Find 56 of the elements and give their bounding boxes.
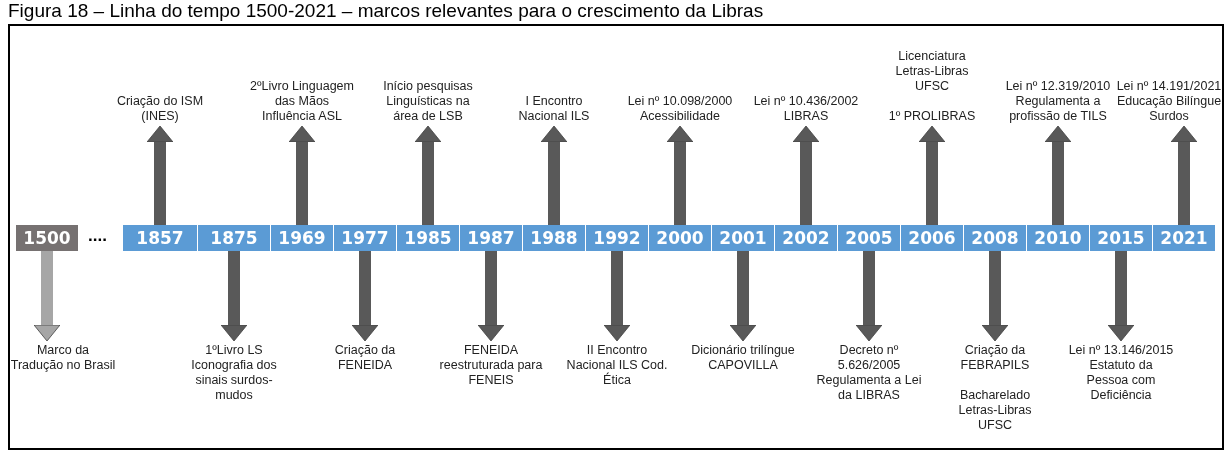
- year-box: 2015: [1090, 225, 1152, 251]
- year-box: 1500: [16, 225, 78, 251]
- arrow: [288, 125, 316, 225]
- event-text: Dicionário trilíngue CAPOVILLA: [690, 343, 796, 373]
- year-box: 1977: [334, 225, 396, 251]
- year-box: 1969: [271, 225, 333, 251]
- figure-title: Figura 18 – Linha do tempo 1500-2021 – marcos relevantes para o crescimento da Libras: [8, 0, 764, 22]
- arrow: [981, 251, 1009, 342]
- arrow: [855, 251, 883, 342]
- event-text: Lei nº 13.146/2015 Estatuto da Pessoa com Deficiência: [1068, 343, 1174, 403]
- year-box: 2000: [649, 225, 711, 251]
- year-box: 1875: [198, 225, 270, 251]
- ellipsis-text: ....: [88, 226, 107, 246]
- year-box: 1987: [460, 225, 522, 251]
- arrow: [220, 251, 248, 342]
- event-text: Lei nº 14.191/2021 Educação Bilíngue Surdos: [1116, 79, 1222, 124]
- event-text: Criação da FEBRAPILS Bacharelado Letras-Libras UFSC: [942, 343, 1048, 433]
- event-text: 1ºLivro LS Iconografia dos sinais surdos-mudos: [181, 343, 287, 403]
- event-text: Lei nº 10.436/2002 LIBRAS: [753, 94, 859, 124]
- year-box: 2001: [712, 225, 774, 251]
- year-box: 2005: [838, 225, 900, 251]
- arrow: [729, 251, 757, 342]
- event-text: Início pesquisas Linguísticas na área de LSB: [375, 79, 481, 124]
- arrow: [918, 125, 946, 225]
- year-box: 1985: [397, 225, 459, 251]
- year-box: 1988: [523, 225, 585, 251]
- event-text: Criação do ISM (INES): [107, 94, 213, 124]
- arrow: [603, 251, 631, 342]
- event-text: FENEIDA reestruturada para FENEIS: [438, 343, 544, 388]
- event-text: Criação da FENEIDA: [312, 343, 418, 373]
- arrow: [33, 251, 61, 342]
- event-text: Marco da Tradução no Brasil: [10, 343, 116, 373]
- arrow: [414, 125, 442, 225]
- event-text: 2ºLivro Linguagem das Mãos Influência ASL: [249, 79, 355, 124]
- year-box: 2010: [1027, 225, 1089, 251]
- event-text: II Encontro Nacional ILS Cod. Ética: [564, 343, 670, 388]
- year-box: 2021: [1153, 225, 1215, 251]
- year-box: 1992: [586, 225, 648, 251]
- event-text: Lei nº 12.319/2010 Regulamenta a profissão de TILS: [1005, 79, 1111, 124]
- arrow: [540, 125, 568, 225]
- year-box: 2008: [964, 225, 1026, 251]
- arrow: [477, 251, 505, 342]
- arrow: [1044, 125, 1072, 225]
- year-box: 1857: [123, 225, 197, 251]
- event-text: Licenciatura Letras-Libras UFSC 1º PROLIBRAS: [879, 49, 985, 124]
- year-box: 2006: [901, 225, 963, 251]
- event-text: Lei nº 10.098/2000 Acessibilidade: [627, 94, 733, 124]
- arrow: [146, 125, 174, 225]
- arrow: [792, 125, 820, 225]
- event-text: Decreto nº 5.626/2005 Regulamenta a Lei da LIBRAS: [816, 343, 922, 403]
- arrow: [666, 125, 694, 225]
- year-box: 2002: [775, 225, 837, 251]
- arrow: [351, 251, 379, 342]
- event-text: I Encontro Nacional ILS: [501, 94, 607, 124]
- arrow: [1107, 251, 1135, 342]
- arrow: [1170, 125, 1198, 225]
